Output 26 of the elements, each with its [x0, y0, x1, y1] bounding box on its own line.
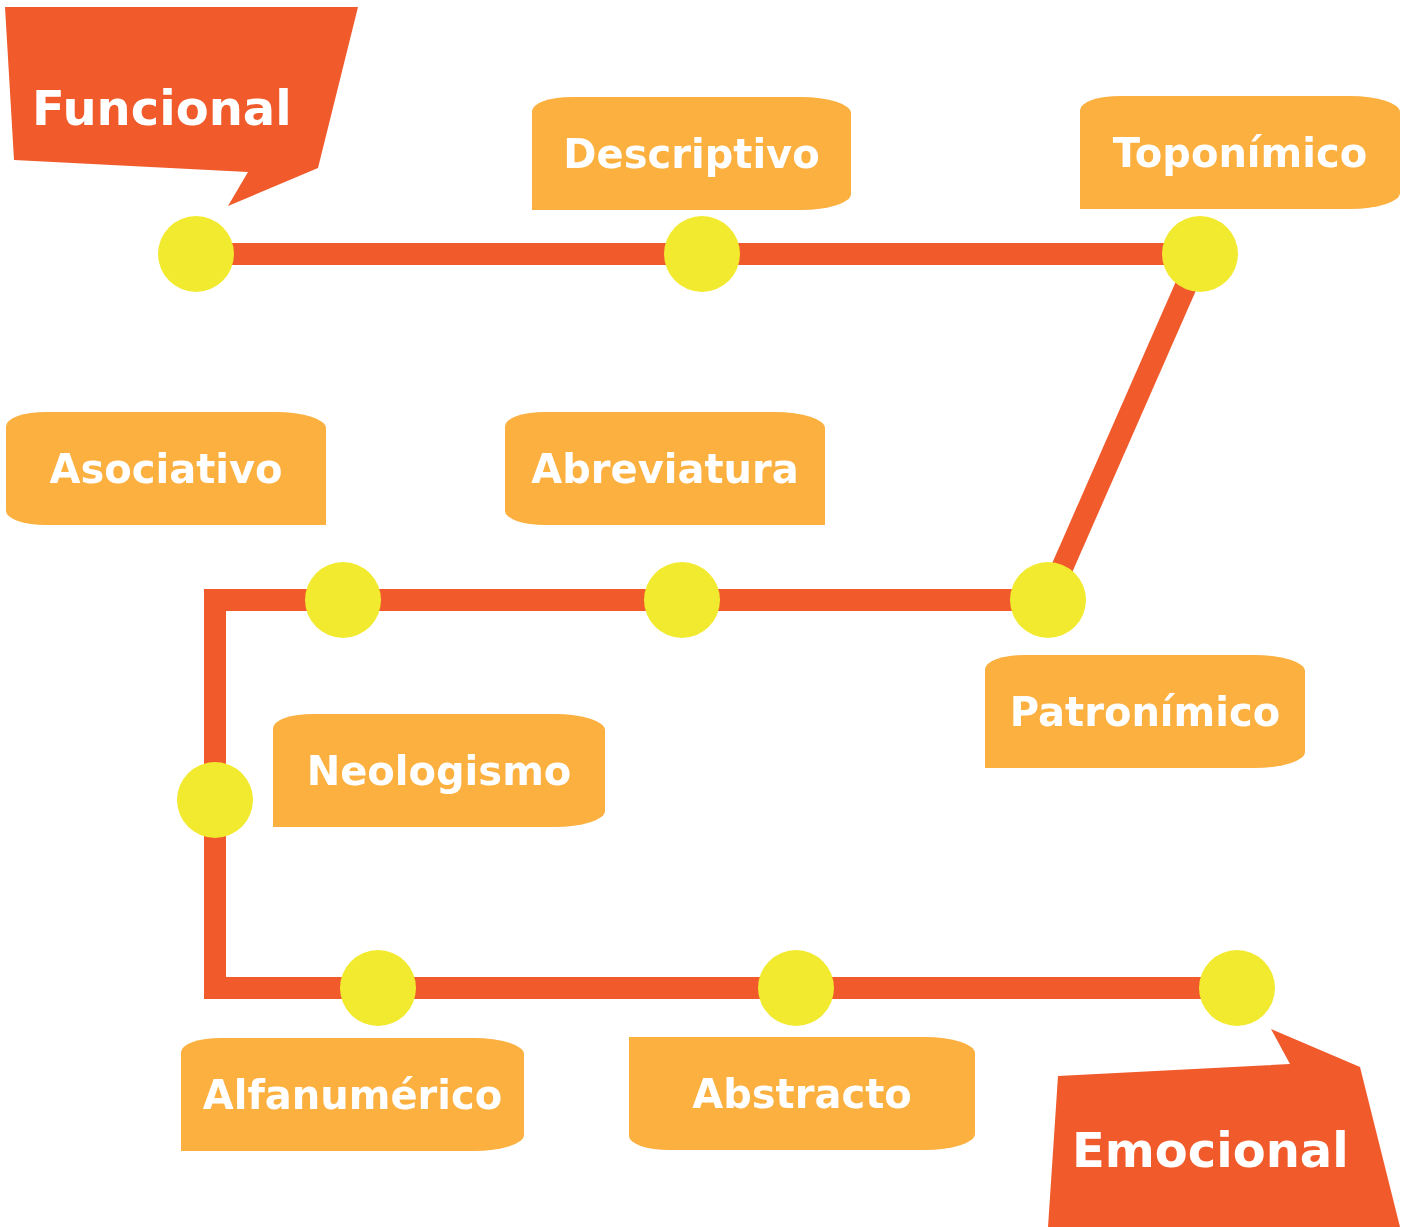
route-line	[412, 977, 762, 999]
label-tab	[505, 412, 825, 525]
route-line	[204, 834, 344, 999]
route-line	[830, 977, 1203, 999]
route-line	[230, 243, 668, 265]
route-line	[716, 589, 1014, 611]
label-tab	[629, 1037, 975, 1150]
category-label: Patronímico	[1009, 688, 1281, 735]
label-tab	[273, 714, 605, 827]
route-line	[377, 589, 648, 611]
category-label: Alfanumérico	[202, 1071, 503, 1118]
label-tab	[985, 655, 1305, 768]
category-label: Descriptivo	[563, 130, 820, 177]
label-tab	[6, 412, 326, 525]
category-label: Neologismo	[306, 747, 572, 794]
label-tab	[532, 97, 851, 210]
label-tab	[181, 1038, 524, 1151]
category-label: Toponímico	[1112, 129, 1368, 176]
flag-title: Funcional	[32, 80, 292, 136]
category-label: Abreviatura	[531, 445, 799, 492]
category-label: Asociativo	[49, 445, 283, 492]
label-tab	[1080, 96, 1400, 209]
route-line	[204, 589, 309, 766]
route-line	[736, 243, 1166, 265]
category-label: Abstracto	[692, 1070, 912, 1117]
flag-title: Emocional	[1072, 1122, 1349, 1178]
